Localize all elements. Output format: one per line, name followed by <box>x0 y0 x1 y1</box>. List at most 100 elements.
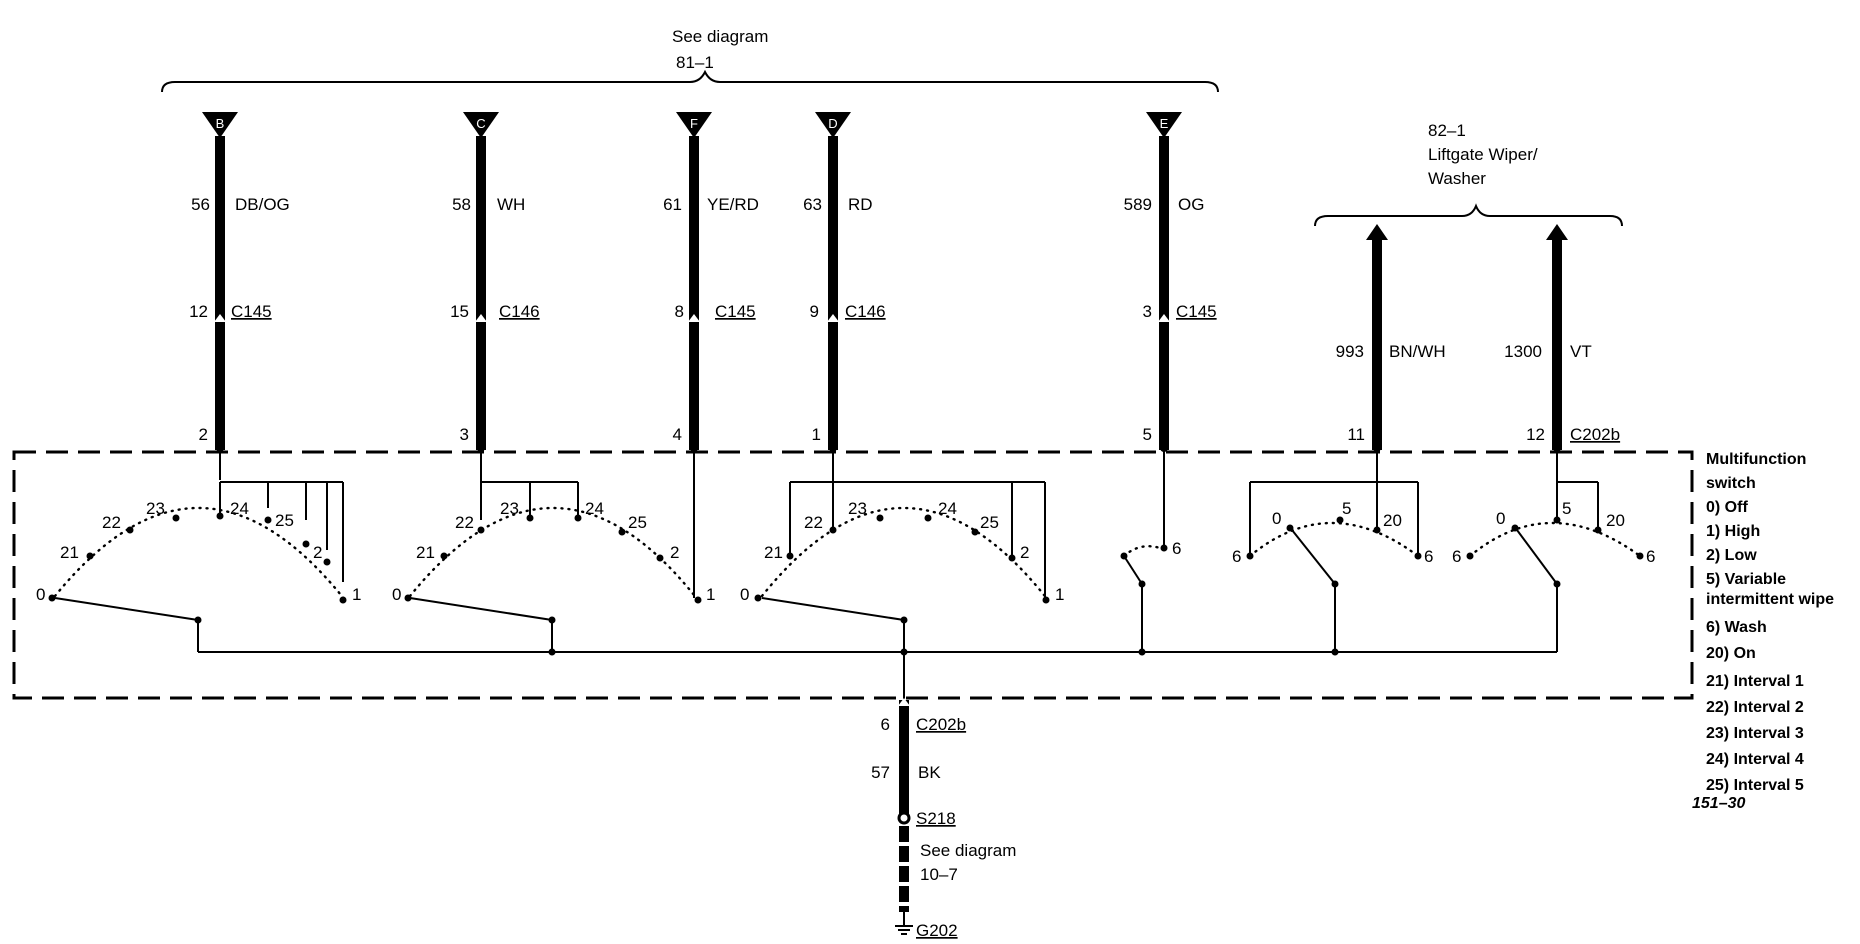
right-reference-line2: Liftgate Wiper/ <box>1428 145 1538 164</box>
wire-56: B 56 DB/OG 12 C145 2 <box>189 112 290 450</box>
svg-text:24: 24 <box>585 499 604 518</box>
svg-text:2: 2 <box>670 543 679 562</box>
connector-id: C146 <box>845 302 886 321</box>
svg-text:1: 1 <box>352 585 361 604</box>
circuit-number: 56 <box>191 195 210 214</box>
circuit-number: 1300 <box>1504 342 1542 361</box>
circuit-number: 63 <box>803 195 822 214</box>
right-brace <box>1314 203 1623 227</box>
terminal-label: E <box>1160 116 1169 131</box>
terminal-label: F <box>690 116 698 131</box>
terminal-triangle-icon <box>1146 112 1182 138</box>
connector-pin: 6 <box>881 715 890 734</box>
terminal-triangle-icon <box>202 112 238 138</box>
terminal-triangle-icon <box>463 112 499 138</box>
svg-text:intermittent wipe: intermittent wipe <box>1706 591 1834 608</box>
multifunction-switch-box <box>12 450 1694 700</box>
svg-text:22: 22 <box>804 513 823 532</box>
svg-text:22: 22 <box>455 513 474 532</box>
switch-2: 0 21 22 23 24 25 2 1 <box>392 450 715 652</box>
connector-id: C202b <box>1570 425 1620 444</box>
switch-4: 6 <box>1120 450 1181 652</box>
svg-text:0: 0 <box>1272 509 1281 528</box>
arrow-up-icon <box>1546 224 1568 240</box>
connector-id: C145 <box>715 302 756 321</box>
svg-text:20) On: 20) On <box>1706 645 1756 662</box>
svg-text:25) Interval 5: 25) Interval 5 <box>1706 777 1804 794</box>
connector-icon <box>1158 314 1170 322</box>
connector-pin: 3 <box>1143 302 1152 321</box>
wire-589: E 589 OG 3 C145 5 <box>1124 112 1217 450</box>
circuit-color: WH <box>497 195 525 214</box>
legend: Multifunction switch 0) Off 1) High 2) L… <box>1692 451 1834 812</box>
svg-text:24: 24 <box>230 499 249 518</box>
switch-terminal-markers <box>216 444 1561 452</box>
svg-text:21: 21 <box>764 543 783 562</box>
circuit-number: 993 <box>1336 342 1364 361</box>
wire-1300: 1300 VT 12 C202b <box>1504 224 1620 450</box>
svg-text:0: 0 <box>740 585 749 604</box>
svg-text:2) Low: 2) Low <box>1706 547 1757 564</box>
page-reference: 151–30 <box>1692 795 1745 812</box>
wire-58: C 58 WH 15 C146 3 <box>450 112 540 450</box>
svg-text:2: 2 <box>313 543 322 562</box>
svg-text:6: 6 <box>1172 539 1181 558</box>
connector-id: C146 <box>499 302 540 321</box>
svg-text:24: 24 <box>938 499 957 518</box>
svg-text:24) Interval 4: 24) Interval 4 <box>1706 751 1804 768</box>
connector-icon <box>214 314 226 322</box>
switch-3: 0 21 22 23 24 25 2 1 <box>693 450 1064 652</box>
terminal-label: D <box>828 116 837 131</box>
connector-pin: 12 <box>189 302 208 321</box>
svg-text:25: 25 <box>628 513 647 532</box>
circuit-color: YE/RD <box>707 195 759 214</box>
svg-text:2: 2 <box>1020 543 1029 562</box>
circuit-number: 61 <box>663 195 682 214</box>
switch-1: 0 21 22 23 24 25 2 1 <box>36 450 361 652</box>
switch-pin: 3 <box>460 425 469 444</box>
svg-text:25: 25 <box>980 513 999 532</box>
connector-icon <box>475 314 487 322</box>
switch-pin: 12 <box>1526 425 1545 444</box>
splice-id: S218 <box>916 809 956 828</box>
ground-ref-line2: 10–7 <box>920 865 958 884</box>
svg-text:25: 25 <box>275 511 294 530</box>
connector-id: C202b <box>916 715 966 734</box>
svg-text:0: 0 <box>1496 509 1505 528</box>
top-reference: See diagram 81–1 <box>161 27 1219 93</box>
legend-title1: Multifunction <box>1706 451 1806 468</box>
ground-wire-57: 6 C202b 57 BK S218 See diagram 10–7 G202 <box>871 698 1016 940</box>
top-reference-line2: 81–1 <box>676 53 714 72</box>
connector-id: C145 <box>231 302 272 321</box>
svg-text:0) Off: 0) Off <box>1706 499 1748 516</box>
wire-993: 993 BN/WH 11 <box>1336 224 1446 450</box>
terminal-label: B <box>216 116 225 131</box>
svg-text:23: 23 <box>146 499 165 518</box>
circuit-color: OG <box>1178 195 1204 214</box>
circuit-number: 589 <box>1124 195 1152 214</box>
circuit-color: BK <box>918 763 941 782</box>
svg-text:0: 0 <box>392 585 401 604</box>
ground-bus <box>198 648 1557 700</box>
svg-text:23: 23 <box>848 499 867 518</box>
right-reference-line3: Washer <box>1428 169 1486 188</box>
switch-pin: 2 <box>199 425 208 444</box>
svg-text:6: 6 <box>1452 547 1461 566</box>
svg-text:21: 21 <box>416 543 435 562</box>
terminal-label: C <box>476 116 485 131</box>
svg-text:23: 23 <box>500 499 519 518</box>
svg-text:1) High: 1) High <box>1706 523 1760 540</box>
svg-text:5: 5 <box>1562 499 1571 518</box>
svg-text:6: 6 <box>1424 547 1433 566</box>
switch-5: 6 0 5 20 6 <box>1232 450 1433 652</box>
top-reference-line1: See diagram <box>672 27 768 46</box>
terminal-triangle-icon <box>815 112 851 138</box>
legend-title2: switch <box>1706 475 1756 492</box>
ground-ref-line1: See diagram <box>920 841 1016 860</box>
svg-text:6: 6 <box>1232 547 1241 566</box>
svg-text:22) Interval 2: 22) Interval 2 <box>1706 699 1804 716</box>
svg-text:1: 1 <box>1055 585 1064 604</box>
ground-id: G202 <box>916 921 958 940</box>
arrow-up-icon <box>1366 224 1388 240</box>
switch-6: 6 0 5 20 6 <box>1452 450 1655 652</box>
